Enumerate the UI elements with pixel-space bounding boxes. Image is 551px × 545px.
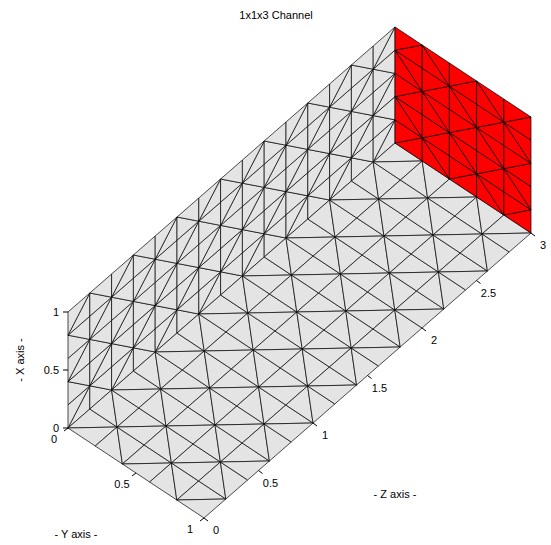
tick-mark bbox=[422, 328, 426, 331]
mesh-triangle bbox=[155, 217, 177, 259]
plot-title: 1x1x3 Channel bbox=[239, 10, 312, 21]
tick-label: 0 bbox=[53, 423, 59, 434]
tick-label: 0 bbox=[213, 525, 219, 536]
wall-face bbox=[68, 27, 395, 428]
mesh-triangle bbox=[90, 274, 112, 297]
floor-face bbox=[68, 143, 531, 518]
axis-label: - Y axis - bbox=[55, 529, 98, 540]
outlet-face bbox=[395, 27, 531, 233]
tick-label: 1 bbox=[187, 524, 193, 535]
tick-label: 2.5 bbox=[481, 287, 496, 298]
mesh-triangle bbox=[177, 499, 226, 518]
tick-mark bbox=[200, 518, 204, 521]
mesh-triangle bbox=[242, 141, 264, 183]
mesh-triangle bbox=[482, 233, 531, 252]
tick-label: 2 bbox=[431, 335, 437, 346]
tick-label: 1.5 bbox=[372, 382, 387, 393]
mesh-triangle bbox=[199, 179, 221, 221]
mesh-triangle bbox=[504, 99, 531, 122]
mesh-triangle bbox=[242, 141, 264, 183]
mesh-triangle bbox=[264, 423, 313, 442]
mesh-triangle bbox=[351, 46, 373, 69]
mesh-triangle bbox=[373, 27, 395, 69]
mesh-triangle bbox=[330, 65, 352, 107]
tick-mark bbox=[64, 428, 68, 431]
mesh-triangle bbox=[308, 84, 330, 107]
tick-mark bbox=[259, 471, 263, 474]
tick-label: 1 bbox=[322, 430, 328, 441]
mesh-triangle bbox=[373, 27, 395, 69]
tick-mark bbox=[63, 370, 68, 371]
mesh-triangle bbox=[395, 27, 422, 50]
tick-mark bbox=[531, 233, 535, 236]
tick-mark bbox=[477, 281, 481, 284]
mesh-triangle bbox=[112, 255, 134, 297]
mesh-triangle bbox=[68, 293, 90, 335]
mesh-triangle bbox=[308, 385, 357, 404]
tick-mark bbox=[204, 518, 208, 521]
mesh-triangle bbox=[199, 179, 221, 221]
tick-label: 0.5 bbox=[44, 365, 59, 376]
mesh-triangle bbox=[422, 45, 449, 86]
mesh-triangle bbox=[264, 122, 286, 145]
tick-label: 0.5 bbox=[114, 479, 129, 490]
tick-label: 0 bbox=[51, 434, 57, 445]
tick-label: 1 bbox=[53, 307, 59, 318]
tick-mark bbox=[313, 423, 317, 426]
mesh-triangle bbox=[438, 271, 487, 290]
mesh-triangle bbox=[112, 255, 134, 297]
tick-label: 3 bbox=[540, 240, 546, 251]
mesh-triangle bbox=[286, 103, 308, 145]
mesh-triangle bbox=[68, 293, 90, 335]
mesh-triangle bbox=[220, 461, 269, 480]
mesh-triangle bbox=[155, 217, 177, 259]
mesh-triangle bbox=[477, 81, 504, 122]
mesh-triangle bbox=[133, 236, 155, 259]
mesh-triangle bbox=[330, 65, 352, 107]
mesh-triangle bbox=[395, 309, 444, 328]
mesh-triangle bbox=[177, 198, 199, 221]
tick-mark bbox=[132, 473, 136, 476]
axis-ticks bbox=[63, 233, 535, 521]
tick-label: 0.5 bbox=[263, 477, 278, 488]
mesh-triangle bbox=[286, 103, 308, 145]
mesh-triangle bbox=[221, 160, 243, 183]
tick-mark bbox=[63, 312, 68, 313]
mesh-triangle bbox=[351, 347, 400, 366]
tick-mark bbox=[368, 376, 372, 379]
axis-label: - X axis - bbox=[15, 338, 26, 381]
axis-label: - Z axis - bbox=[374, 489, 417, 500]
mesh-triangle bbox=[449, 63, 476, 86]
mesh-triangle bbox=[477, 81, 504, 122]
mesh-triangle bbox=[422, 45, 449, 86]
